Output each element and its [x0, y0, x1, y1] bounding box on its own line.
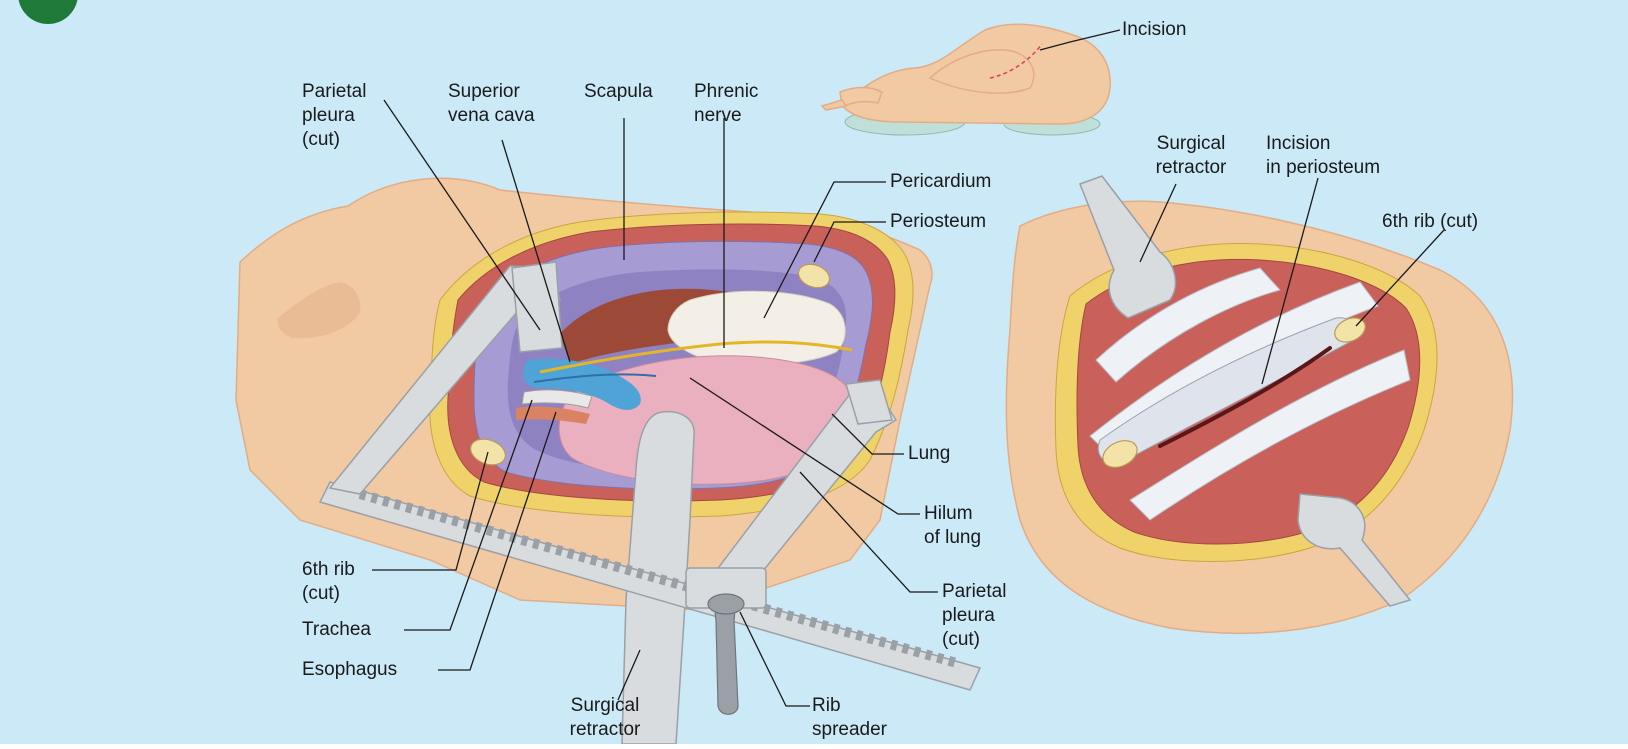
label-line: Incision [1122, 18, 1186, 42]
label-line: retractor [560, 718, 650, 742]
label-line: Periosteum [890, 210, 986, 234]
label-line: Incision [1266, 132, 1380, 156]
label-line: Esophagus [302, 658, 397, 682]
label-parietal-pleura-top: Parietal pleura (cut) [302, 80, 366, 152]
label-rib-spreader: Rib spreader [812, 694, 887, 742]
label-line: of lung [924, 526, 981, 550]
label-line: Rib [812, 694, 887, 718]
label-line: Surgical [560, 694, 650, 718]
label-line: pleura [302, 104, 366, 128]
label-line: Trachea [302, 618, 371, 642]
label-line: (cut) [942, 628, 1006, 652]
label-incision-top: Incision [1122, 18, 1186, 42]
label-line: spreader [812, 718, 887, 742]
label-line: (cut) [302, 128, 366, 152]
label-periosteum: Periosteum [890, 210, 986, 234]
label-line: Phrenic [694, 80, 758, 104]
label-incision-in-periosteum: Incision in periosteum [1266, 132, 1380, 180]
label-line: vena cava [448, 104, 535, 128]
label-surgical-retractor-right: Surgical retractor [1146, 132, 1236, 180]
label-line: in periosteum [1266, 156, 1380, 180]
label-line: pleura [942, 604, 1006, 628]
label-line: Hilum [924, 502, 981, 526]
label-sixth-rib-left: 6th rib (cut) [302, 558, 355, 606]
label-line: Pericardium [890, 170, 991, 194]
label-parietal-pleura-bottom: Parietal pleura (cut) [942, 580, 1006, 652]
label-line: Surgical [1146, 132, 1236, 156]
label-line: Superior [448, 80, 535, 104]
label-line: (cut) [302, 582, 355, 606]
label-line: Lung [908, 442, 950, 466]
label-line: 6th rib [302, 558, 355, 582]
label-esophagus: Esophagus [302, 658, 397, 682]
label-line: Scapula [584, 80, 653, 104]
label-line: 6th rib (cut) [1382, 210, 1478, 234]
label-sixth-rib-right: 6th rib (cut) [1382, 210, 1478, 234]
label-line: Parietal [942, 580, 1006, 604]
label-line: nerve [694, 104, 758, 128]
label-phrenic-nerve: Phrenic nerve [694, 80, 758, 128]
label-line: Parietal [302, 80, 366, 104]
label-line: retractor [1146, 156, 1236, 180]
label-trachea: Trachea [302, 618, 371, 642]
label-hilum-of-lung: Hilum of lung [924, 502, 981, 550]
label-surgical-retractor-bottom: Surgical retractor [560, 694, 650, 742]
label-superior-vena-cava: Superior vena cava [448, 80, 535, 128]
label-pericardium: Pericardium [890, 170, 991, 194]
label-lung: Lung [908, 442, 950, 466]
label-scapula: Scapula [584, 80, 653, 104]
